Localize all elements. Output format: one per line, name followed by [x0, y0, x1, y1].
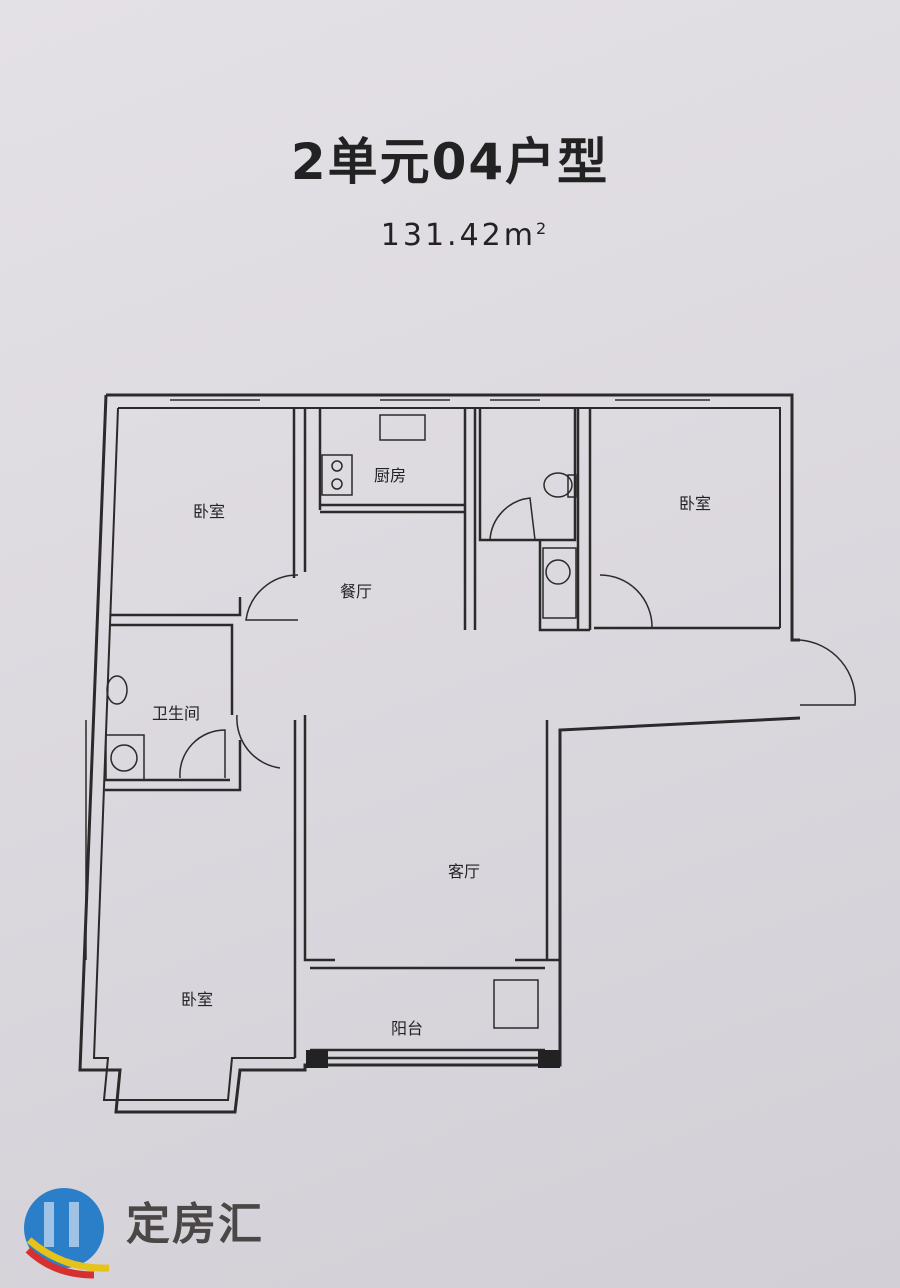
floor-area: 131.42m2 [0, 218, 900, 253]
room-label-bedroom-ne: 卧室 [679, 494, 712, 513]
toilet-icon [543, 472, 573, 498]
door-swing [179, 497, 856, 779]
vanity-icon [105, 734, 145, 781]
interior-walls [105, 408, 780, 1060]
brand-logo-icon [24, 1188, 110, 1279]
page-title: 2单元04户型 [290, 133, 610, 191]
vanity-icon [542, 547, 577, 619]
inner-outline [92, 407, 781, 1101]
washer-icon [493, 979, 539, 1029]
watermark-logo: 定房汇 [14, 1180, 304, 1280]
room-label-dining: 餐厅 [340, 582, 373, 601]
room-label-balcony: 阳台 [391, 1019, 424, 1038]
basin-icon [545, 559, 571, 585]
basin-icon [110, 744, 138, 772]
stove-burner-icon [331, 460, 343, 472]
room-label-bedroom-sw: 卧室 [181, 990, 214, 1009]
window [85, 399, 710, 960]
room-label-kitchen: 厨房 [374, 466, 407, 485]
area-value: 131.42m [380, 218, 536, 253]
watermark-brand: 定房汇 [126, 1199, 264, 1250]
pillar [538, 1050, 560, 1068]
stove-burner-icon [331, 478, 343, 490]
toilet-tank-icon [567, 474, 577, 498]
area-unit: 2 [536, 219, 550, 238]
stove-icon [321, 454, 353, 496]
room-label-bedroom-nw: 卧室 [193, 502, 226, 521]
pillar [306, 1050, 328, 1068]
room-label-bathroom: 卫生间 [152, 704, 201, 723]
room-label-living: 客厅 [448, 862, 481, 881]
toilet-icon [106, 675, 128, 705]
sink-icon [379, 414, 426, 441]
